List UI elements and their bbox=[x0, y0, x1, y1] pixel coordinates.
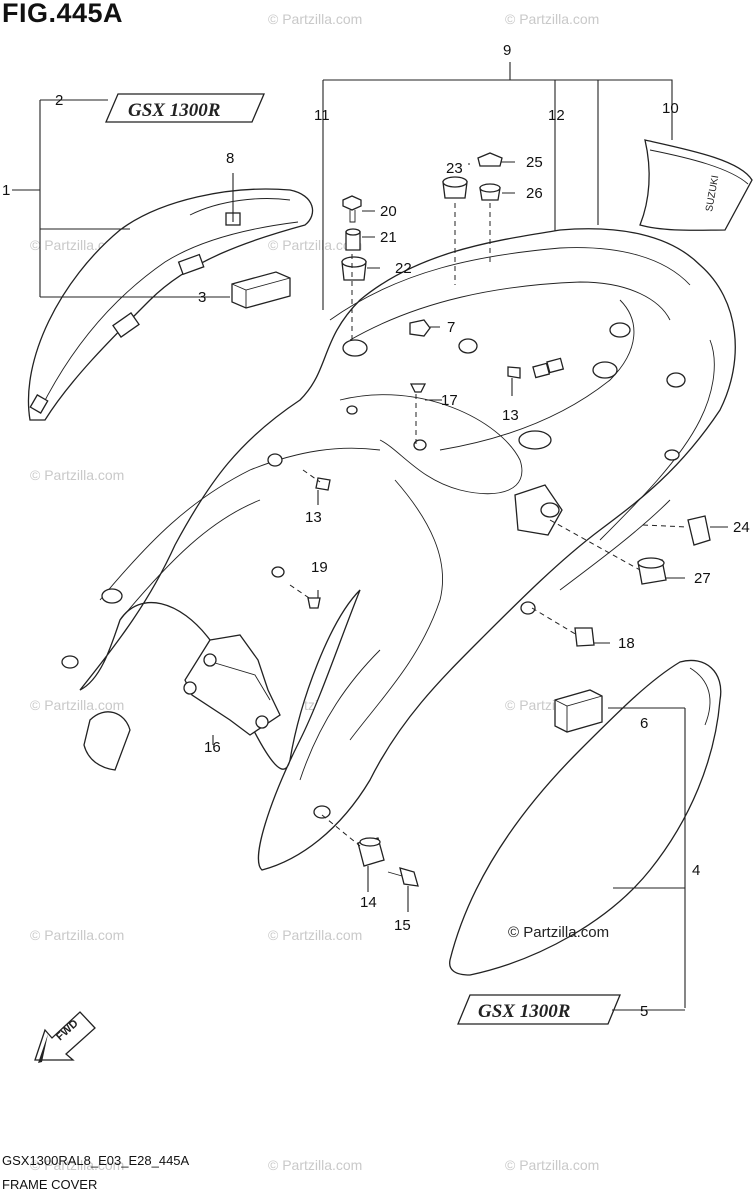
callout-4: 4 bbox=[692, 862, 700, 879]
screw-25 bbox=[477, 152, 503, 167]
callout-23: 23 bbox=[446, 160, 463, 177]
watermark: © Partzilla.com bbox=[268, 1157, 362, 1173]
model-badge-text: GSX 1300R bbox=[128, 100, 220, 121]
callout-labels: 1 2 3 4 5 6 7 8 9 10 11 12 13 13 13 14 1… bbox=[2, 42, 750, 1020]
screw-17 bbox=[409, 383, 427, 393]
grommet-23 bbox=[442, 176, 468, 199]
callout-1: 1 bbox=[2, 182, 10, 199]
callout-17: 17 bbox=[441, 392, 458, 409]
callout-14: 14 bbox=[360, 894, 377, 911]
figure-title: FIG.445A bbox=[2, 0, 124, 28]
bracket-part-16 bbox=[183, 634, 281, 736]
watermark: © Partzilla.com bbox=[268, 237, 362, 253]
callout-22: 22 bbox=[395, 260, 412, 277]
callout-13: 13 bbox=[305, 509, 322, 526]
watermark: © Partzilla.com bbox=[30, 1157, 124, 1173]
damper-large bbox=[514, 484, 563, 536]
watermark: © Partzilla.com bbox=[30, 467, 124, 483]
fastener-20 bbox=[342, 195, 362, 223]
callout-19: 19 bbox=[311, 559, 328, 576]
callout-27: 27 bbox=[694, 570, 711, 587]
grommet-26 bbox=[479, 183, 501, 201]
callout-20: 20 bbox=[380, 203, 397, 220]
callout-26: 26 bbox=[526, 185, 543, 202]
model-badge-text: GSX 1300R bbox=[478, 1001, 570, 1022]
pad-24 bbox=[687, 515, 711, 546]
right-side-cover-part: © Partzilla.com bbox=[449, 659, 722, 976]
callout-16: 16 bbox=[204, 739, 221, 756]
spacer-21 bbox=[345, 228, 361, 251]
screw-15 bbox=[387, 867, 419, 887]
watermark: © Partzilla.com bbox=[30, 927, 124, 943]
cushion-block-6 bbox=[554, 689, 603, 733]
callout-8: 8 bbox=[226, 150, 234, 167]
tail-end-cover-part: SUZUKI bbox=[639, 139, 753, 231]
callout-2: 2 bbox=[55, 92, 63, 109]
cushion-block-3 bbox=[231, 271, 291, 309]
callout-11: 11 bbox=[314, 107, 330, 124]
callout-12: 12 bbox=[548, 107, 565, 124]
nut-7 bbox=[409, 319, 431, 337]
watermark: © Partzilla.com bbox=[505, 11, 599, 27]
callout-6: 6 bbox=[640, 715, 648, 732]
model-badge-decal-upper: GSX 1300R bbox=[105, 93, 265, 123]
screw-19 bbox=[307, 597, 321, 609]
grommet-14 bbox=[357, 837, 385, 867]
lower-flap-part bbox=[83, 711, 131, 771]
callout-9: 9 bbox=[503, 42, 511, 59]
grommet-22 bbox=[341, 256, 367, 281]
callout-24: 24 bbox=[733, 519, 750, 536]
left-side-cover-part bbox=[27, 188, 314, 421]
callout-18: 18 bbox=[618, 635, 635, 652]
watermark-main: © Partzilla.com bbox=[508, 924, 609, 941]
watermark: © Partzilla.com bbox=[30, 697, 124, 713]
screw-13-a bbox=[507, 366, 521, 379]
callout-3: 3 bbox=[198, 289, 206, 306]
model-badge-decal-lower: GSX 1300R bbox=[457, 994, 621, 1025]
nut-18 bbox=[574, 627, 595, 647]
watermark: © Partzilla.com bbox=[268, 11, 362, 27]
diagram-code: GSX1300RAL8_E03_E28_445A bbox=[2, 1153, 190, 1168]
callout-13: 13 bbox=[502, 407, 519, 424]
grommet-27 bbox=[637, 557, 667, 585]
callout-10: 10 bbox=[662, 100, 679, 117]
watermark: © Partzilla.com bbox=[268, 927, 362, 943]
fwd-arrow: FWD bbox=[34, 1011, 96, 1063]
callout-15: 15 bbox=[394, 917, 411, 934]
callout-21: 21 bbox=[380, 229, 397, 246]
callout-7: 7 bbox=[447, 319, 455, 336]
screw-13-b bbox=[315, 477, 331, 491]
watermark: © Partzilla.com bbox=[505, 1157, 599, 1173]
callout-5: 5 bbox=[640, 1003, 648, 1020]
diagram-name: FRAME COVER bbox=[2, 1177, 98, 1192]
callout-25: 25 bbox=[526, 154, 543, 171]
